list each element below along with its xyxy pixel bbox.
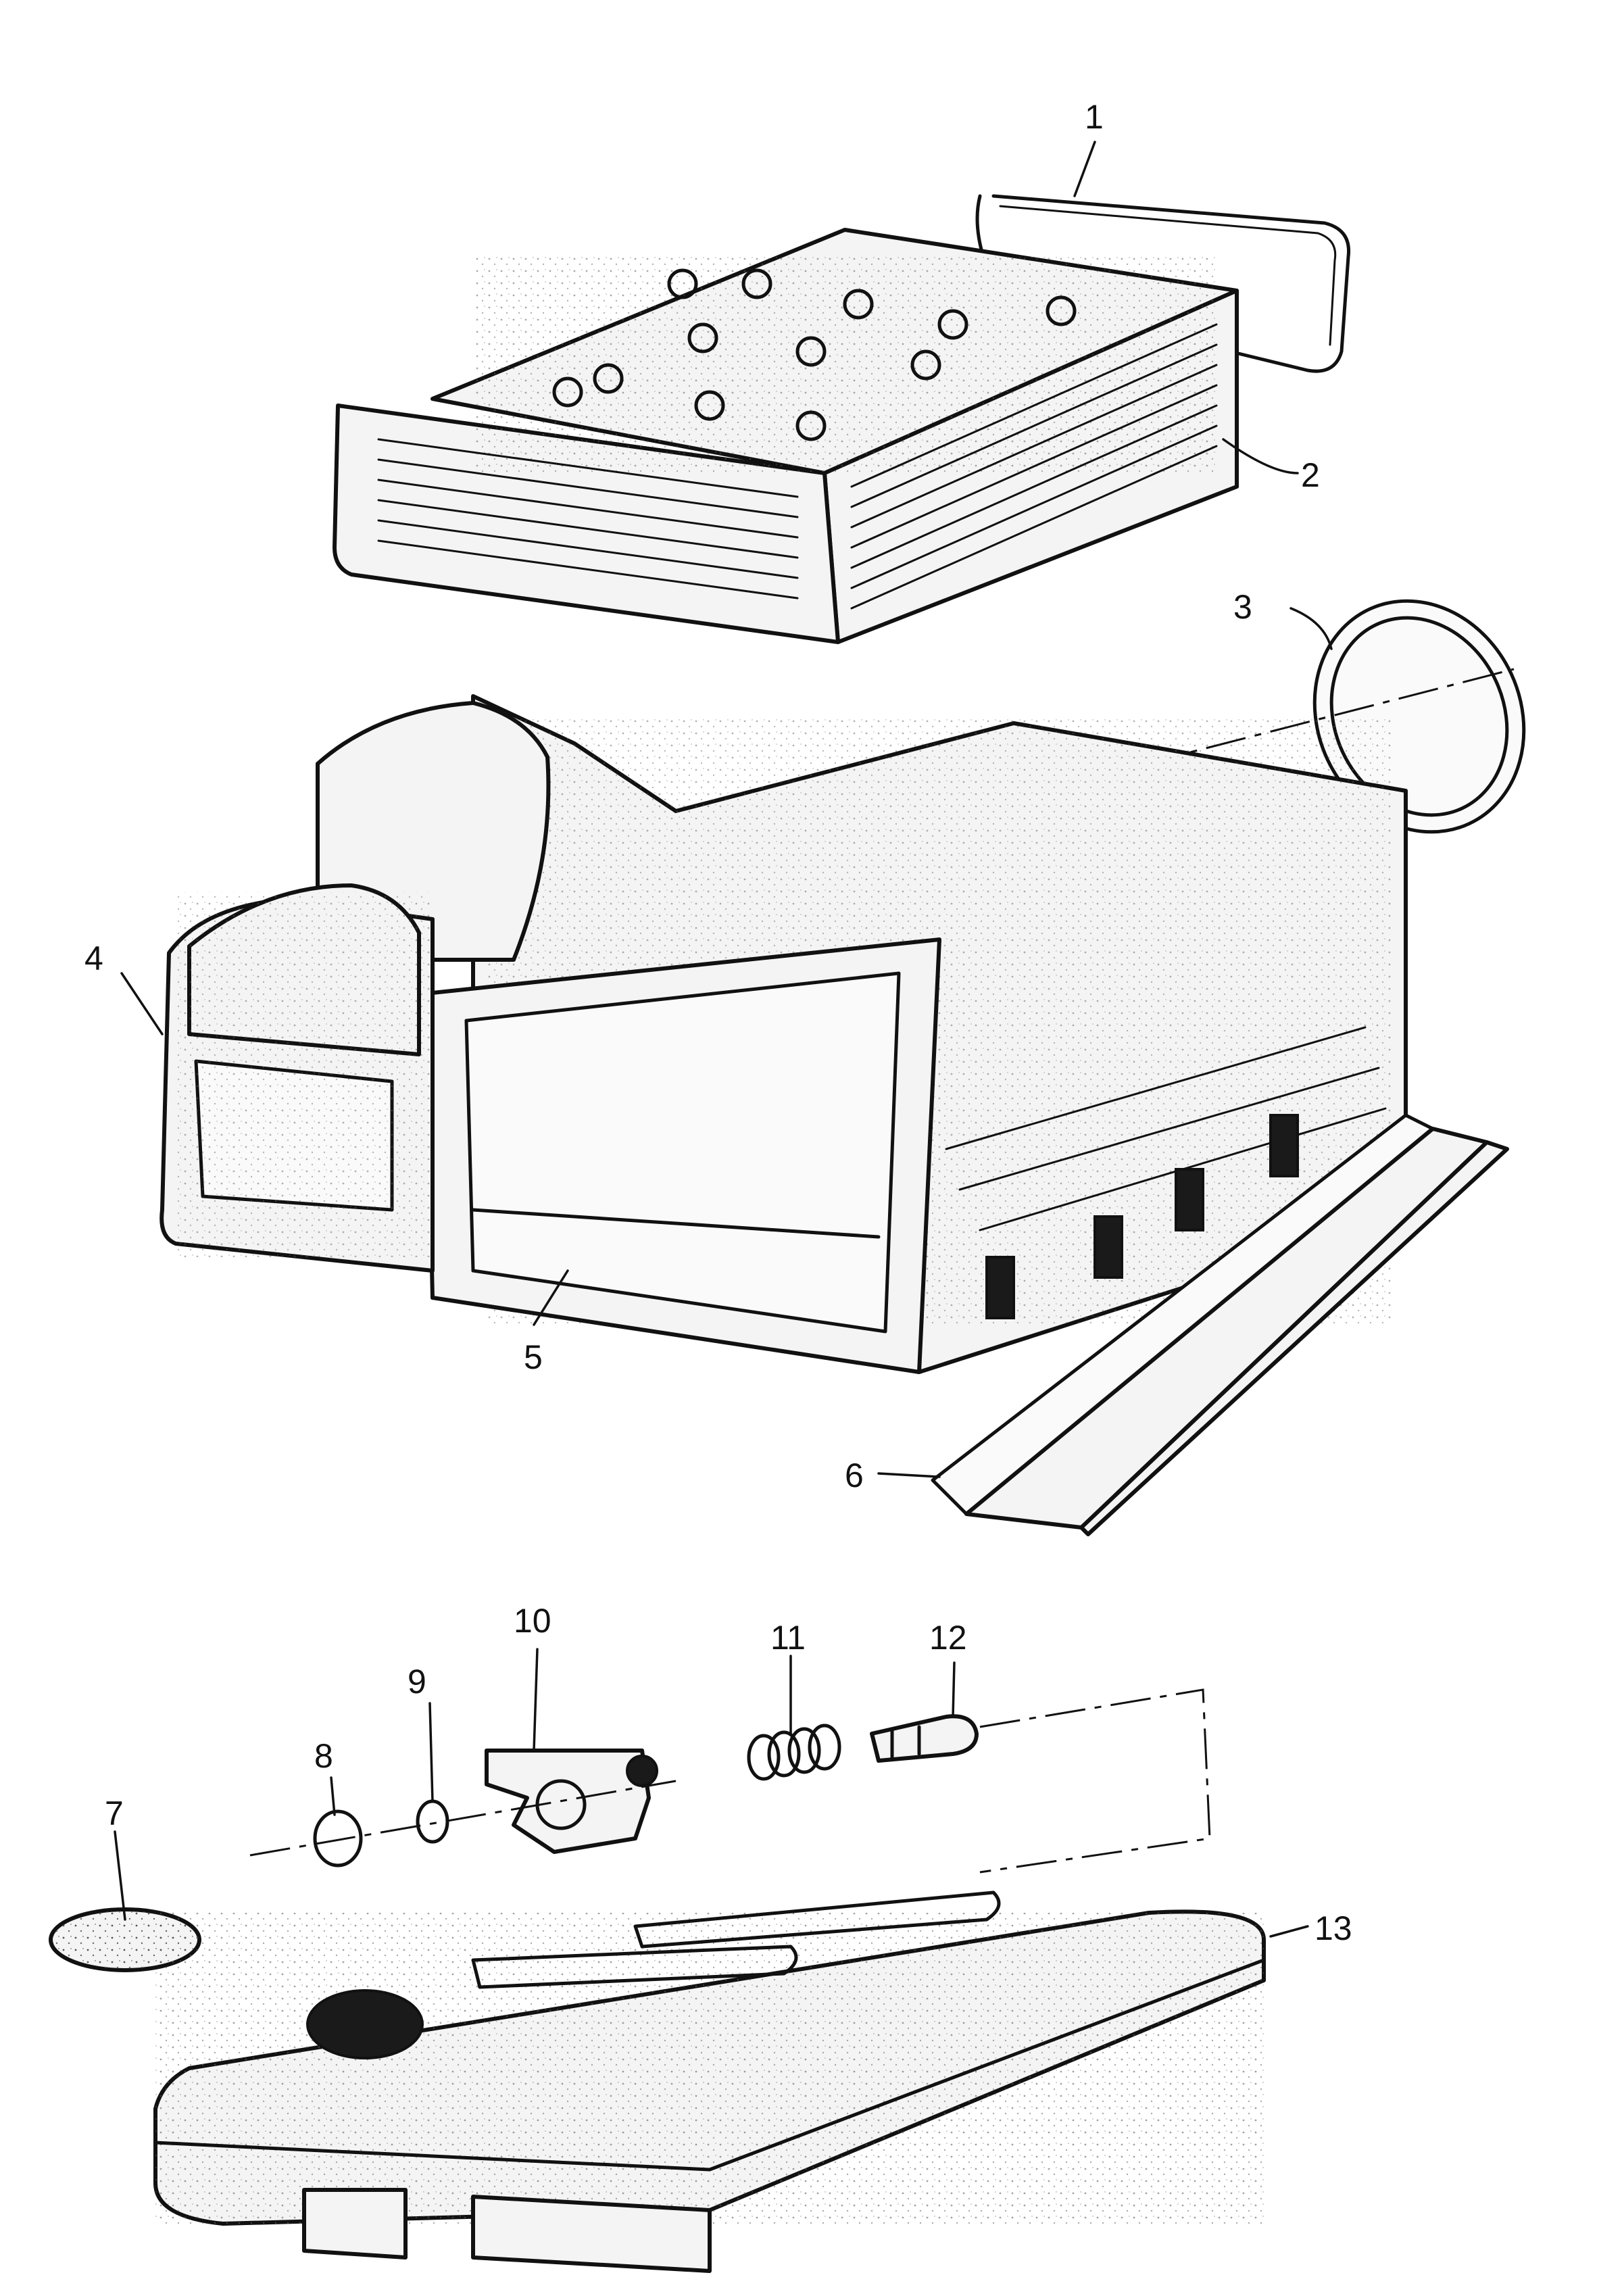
callout-11: 11	[770, 1619, 806, 1657]
spring-part-11	[747, 1724, 841, 1781]
condenser-part-2	[333, 228, 1239, 644]
callout-2: 2	[1301, 456, 1320, 494]
o-ring-part-9	[416, 1799, 449, 1844]
callout-1: 1	[1085, 98, 1104, 136]
leader-lines	[114, 141, 1333, 1938]
plunger-part-12	[870, 1714, 979, 1763]
callout-labels: 1 2 3 4 5 6 7 8 9 10 11 12 13	[84, 98, 1352, 1947]
callout-3: 3	[1233, 588, 1252, 626]
callout-9: 9	[408, 1663, 426, 1701]
callout-12: 12	[929, 1619, 967, 1657]
callout-6: 6	[845, 1457, 864, 1494]
callout-13: 13	[1314, 1909, 1352, 1947]
callout-4: 4	[84, 939, 103, 977]
o-ring-part-8	[313, 1809, 363, 1867]
callout-8: 8	[314, 1737, 333, 1775]
air-duct-housing-part-5	[159, 694, 1408, 1374]
bracket-part-10	[485, 1749, 658, 1854]
callout-7: 7	[105, 1794, 124, 1832]
strip-part-6	[931, 1113, 1509, 1536]
callout-5: 5	[524, 1338, 543, 1376]
water-container-part-13	[153, 1890, 1266, 2273]
callout-10: 10	[514, 1602, 551, 1640]
